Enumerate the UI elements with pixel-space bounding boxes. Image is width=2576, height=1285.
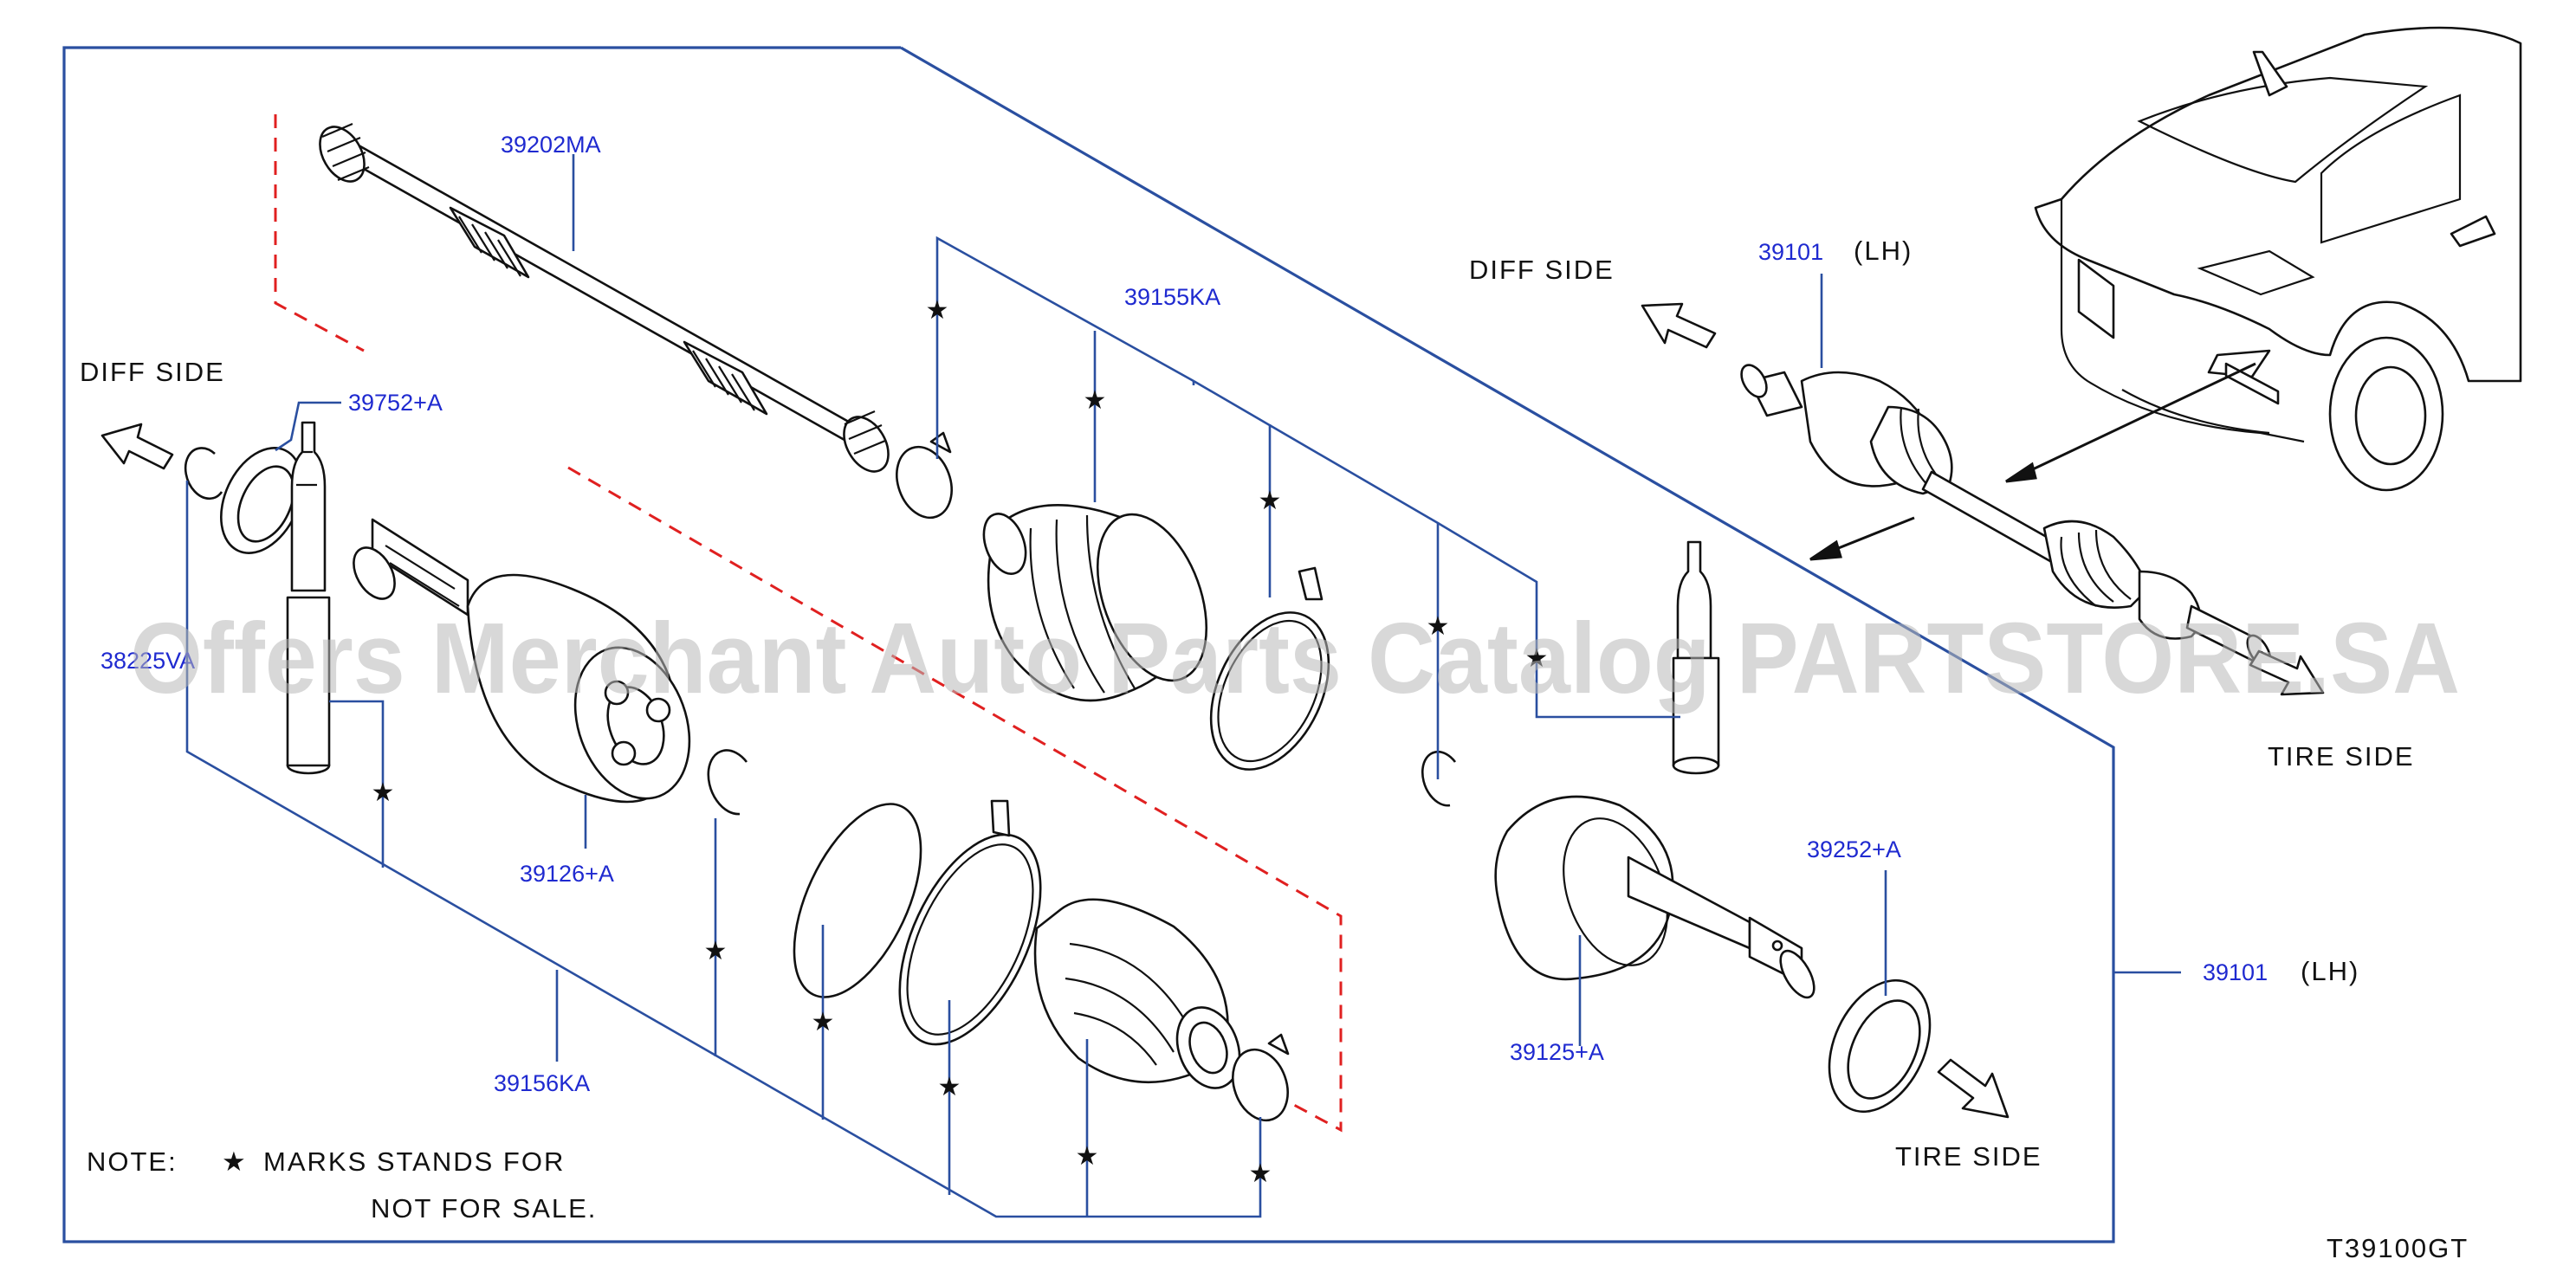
assembly-frame [62,46,2115,1243]
seal-ring-39252[interactable] [1809,965,1950,1128]
boot-band-large-lower[interactable] [768,785,948,1017]
note-block: NOTE: ★ MARKS STANDS FOR NOT FOR SALE. [87,1146,597,1224]
boot-band-clamp-lower[interactable] [871,799,1070,1066]
star-mark: ★ [1084,386,1107,415]
star-mark: ★ [372,778,395,807]
side-label-diff-left: DIFF SIDE [80,357,225,387]
boot-outer-upper[interactable] [976,500,1227,702]
driveshaft-assembly-39101[interactable] [1737,361,2275,671]
snap-ring-center[interactable] [707,749,748,816]
star-mark: ★ [704,937,728,965]
grease-tube-left[interactable] [286,421,331,775]
star-mark: ★ [812,1008,835,1036]
part-label-39125a[interactable]: 39125+A [1510,1039,1604,1065]
part-label-38225[interactable]: 38225VA [100,648,195,674]
part-label-39101-top[interactable]: 39101 [1758,239,1823,265]
part-side-39101-right: (LH) [2301,956,2359,986]
note-line1: MARKS STANDS FOR [263,1146,565,1177]
star-mark: ★ [1076,1142,1099,1171]
vehicle-outline [2034,26,2522,492]
note-line2: NOT FOR SALE. [371,1193,597,1224]
side-label-tire-upper: TIRE SIDE [2268,741,2415,772]
note-prefix: NOTE: [87,1146,178,1177]
arrow-tire-upper [2249,649,2325,696]
grease-tube-right[interactable] [1672,540,1720,775]
boot-inner-39156[interactable] [1033,898,1250,1097]
part-side-39101-top: (LH) [1854,236,1913,266]
star-mark: ★ [926,296,949,325]
part-label-39752a[interactable]: 39752+A [348,390,443,416]
shaft-39202ma[interactable] [311,119,897,480]
watermark: Offers Merchant Auto Parts Catalog PARTS… [130,602,2460,714]
diagram-code: T39100GT [2327,1233,2469,1263]
part-label-39252a[interactable]: 39252+A [1807,836,1901,862]
boot-band-small-upper[interactable] [887,431,961,526]
seal-ring-39752[interactable] [205,435,318,566]
cut-line-boot [567,466,1343,1133]
part-label-39126a[interactable]: 39126+A [520,861,614,887]
side-label-diff-upper: DIFF SIDE [1469,255,1615,285]
star-mark: ★ [1249,1159,1272,1188]
part-label-39156ka[interactable]: 39156KA [494,1070,590,1096]
star-mark: ★ [1525,644,1549,673]
part-label-39101-right[interactable]: 39101 [2203,959,2268,985]
arrow-tire-lower [1937,1058,2010,1119]
boot-band-large-upper[interactable] [1188,566,1352,788]
arrow-pointer-car [1809,362,2256,561]
star-mark: ★ [938,1073,961,1101]
arrow-diff-left [100,423,174,470]
boot-band-small-lower[interactable] [1223,1033,1297,1128]
part-label-39202ma[interactable]: 39202MA [501,132,601,158]
part-label-39155ka[interactable]: 39155KA [1124,284,1220,310]
outer-joint-39125[interactable] [1494,795,1821,1003]
side-label-tire-lower: TIRE SIDE [1895,1141,2042,1172]
circlip-left[interactable] [184,447,223,500]
star-mark: ★ [1259,487,1282,515]
arrow-diff-upper [1641,302,1717,349]
note-star: ★ [222,1146,248,1177]
inner-joint-39126[interactable] [346,518,709,815]
star-marks: ★ ★ ★ ★ ★ ★ ★ ★ ★ ★ ★ [372,296,1549,1188]
star-mark: ★ [1427,612,1450,641]
cut-line-shaft [274,114,365,352]
leader-lines [185,154,2181,1218]
